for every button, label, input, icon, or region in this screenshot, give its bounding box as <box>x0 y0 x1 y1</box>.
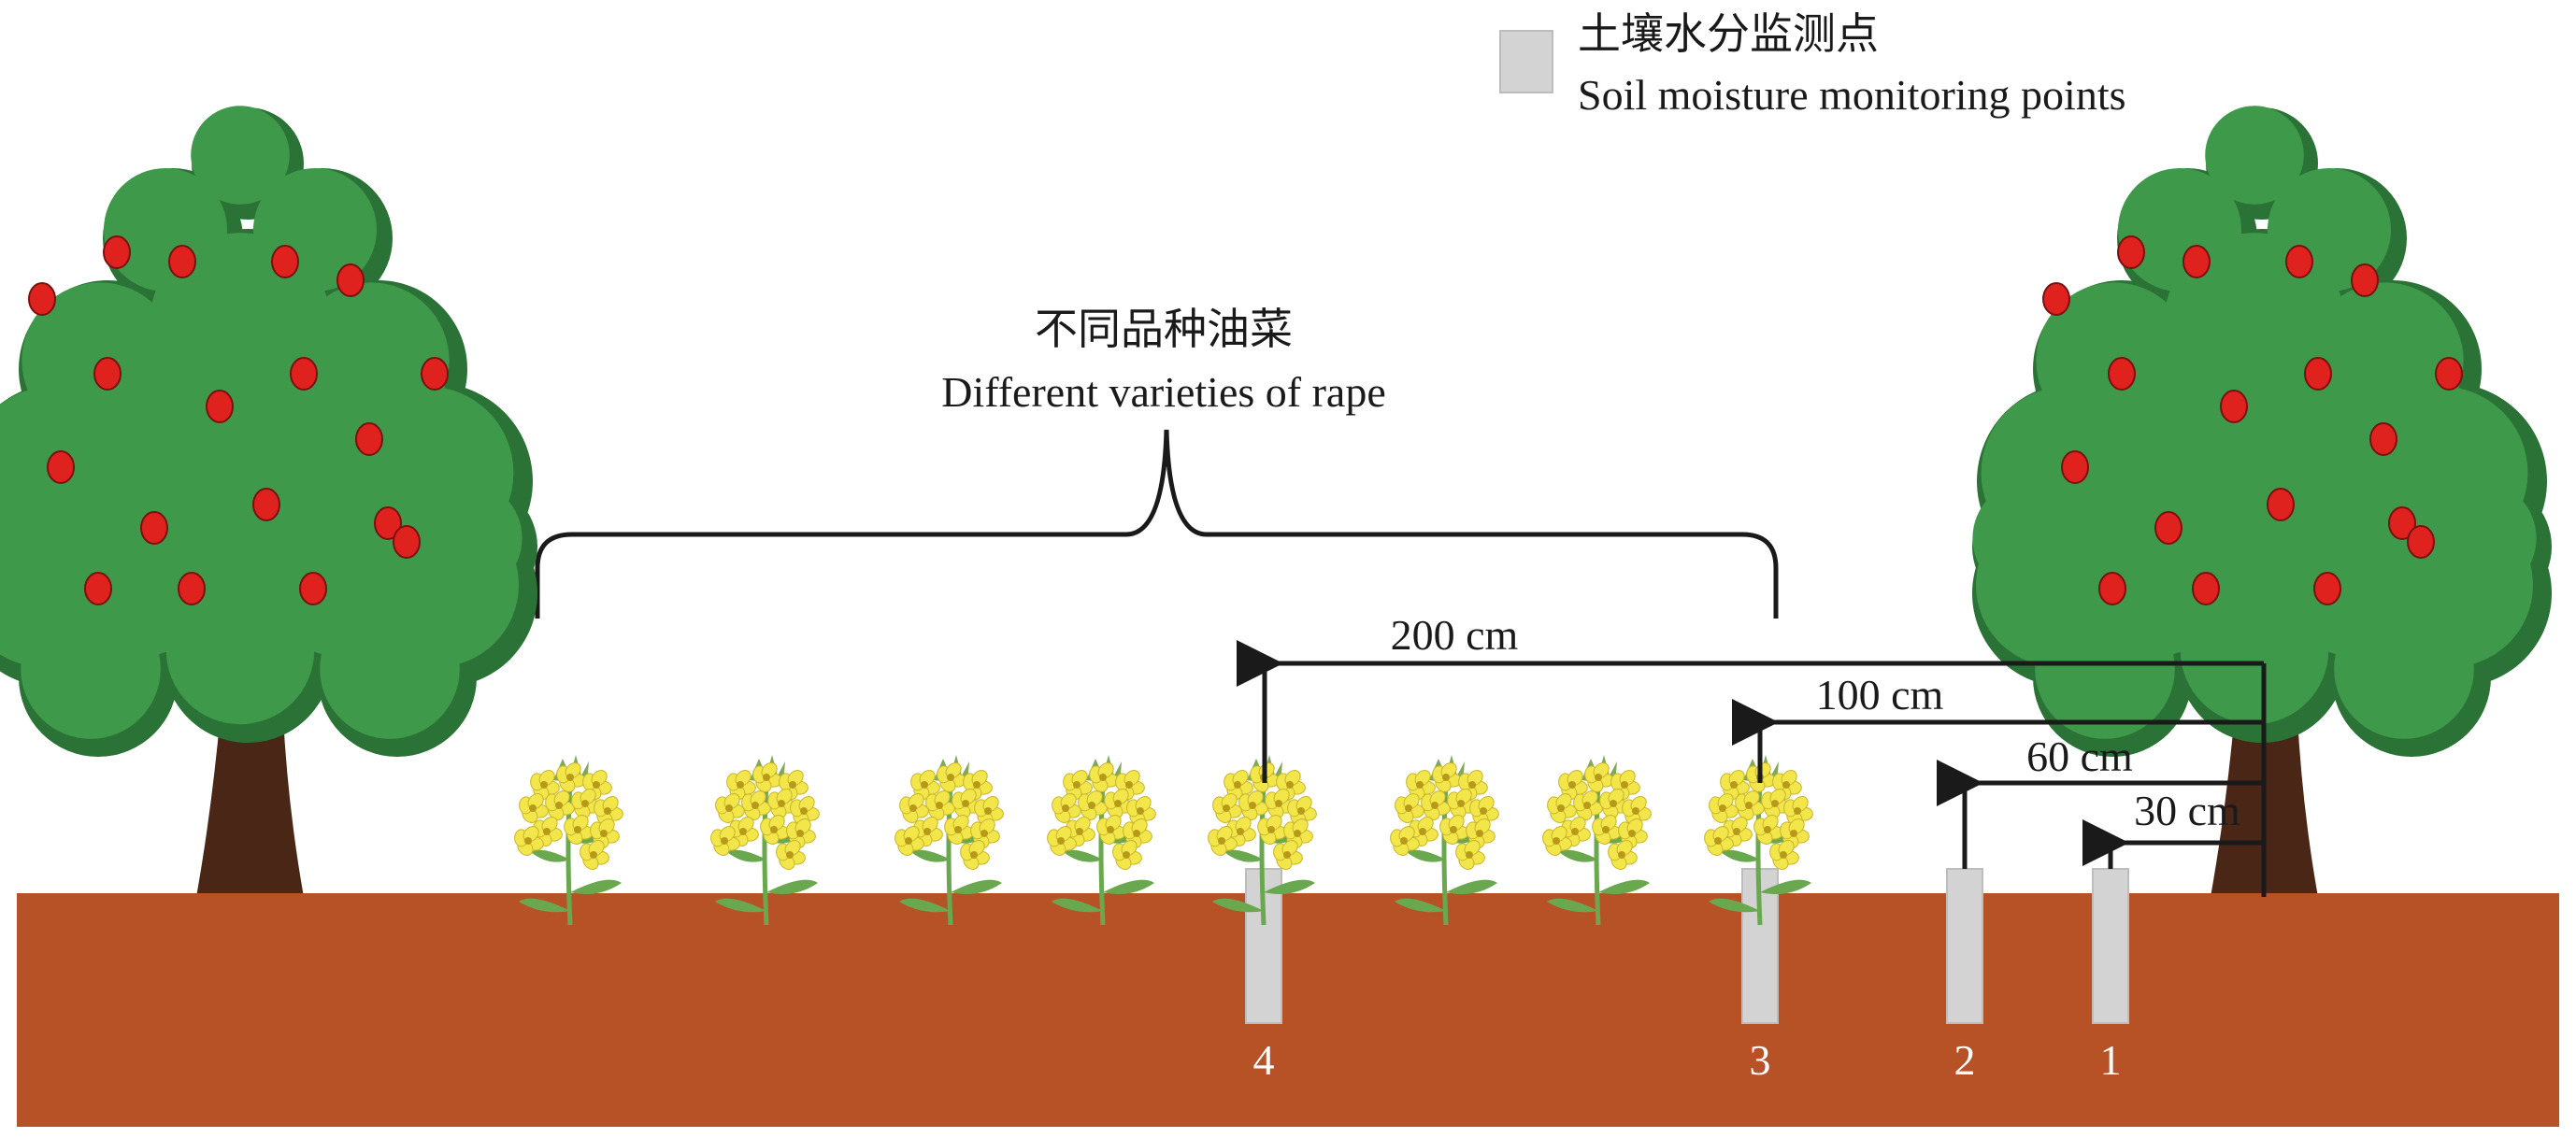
apple-fruit <box>393 525 421 559</box>
tree-canopy-blob <box>2035 599 2175 739</box>
apple-fruit <box>252 488 280 521</box>
point-label-4: 4 <box>1253 1036 1275 1084</box>
apple-fruit <box>421 357 449 391</box>
apple-fruit <box>2220 390 2248 423</box>
apple-fruit <box>2182 245 2211 278</box>
legend: 土壤水分监测点 Soil moisture monitoring points <box>1499 10 2126 119</box>
rape-plant <box>710 755 820 926</box>
tree-canopy-blob <box>2421 480 2537 596</box>
tree-canopy-blob <box>320 599 460 739</box>
apple-fruit <box>374 506 402 540</box>
apple-fruit <box>2313 572 2341 605</box>
apple-fruit <box>2042 282 2070 316</box>
curly-brace <box>535 429 1779 619</box>
apple-fruit <box>206 390 234 423</box>
apple-fruit <box>299 572 327 605</box>
rape-plant <box>894 755 1004 926</box>
soil-ground <box>17 893 2559 1127</box>
tree-canopy-blob <box>0 480 74 596</box>
tree-canopy-blob <box>191 106 290 205</box>
rape-plants <box>514 755 1813 926</box>
apple-tree-left <box>0 106 537 897</box>
brace-label-cn: 不同品种油菜 <box>1035 306 1293 353</box>
tree-canopy-blob <box>1972 480 2088 596</box>
rape-plant <box>1208 755 1317 926</box>
apple-fruit <box>103 235 131 269</box>
apple-fruit <box>2388 506 2416 540</box>
monitoring-tube-1 <box>2092 868 2129 1024</box>
apple-fruit <box>140 511 168 545</box>
legend-swatch <box>1499 30 1553 93</box>
tree-canopy-blob <box>2334 599 2474 739</box>
point-labels: 4 3 2 1 <box>1253 1036 2122 1084</box>
apple-fruit <box>2407 525 2435 559</box>
apple-fruit <box>84 572 112 605</box>
apple-fruit <box>93 357 122 391</box>
apple-fruit <box>2154 511 2182 545</box>
legend-title-cn: 土壤水分监测点 <box>1578 10 1879 58</box>
apple-fruit <box>2351 263 2379 297</box>
apple-fruit <box>2435 357 2463 391</box>
tree-canopy-blob <box>21 599 161 739</box>
rape-plant <box>514 755 623 926</box>
arrow-30cm: 30 cm <box>2082 787 2264 869</box>
apple-fruit <box>290 357 318 391</box>
tree-canopy-blob <box>407 480 522 596</box>
apple-fruit <box>2108 357 2136 391</box>
apple-fruit <box>2117 235 2145 269</box>
apple-fruit <box>47 450 75 484</box>
point-label-3: 3 <box>1750 1036 1771 1084</box>
distance-label-60cm: 60 cm <box>2026 733 2133 780</box>
distance-arrows: 200 cm 100 cm 60 cm 30 cm <box>1237 611 2267 897</box>
monitoring-tube-2 <box>1946 868 1983 1024</box>
apple-fruit <box>271 245 299 278</box>
distance-label-30cm: 30 cm <box>2134 787 2240 834</box>
legend-title-en: Soil moisture monitoring points <box>1578 71 2126 119</box>
tree-canopy-blob <box>2205 106 2304 205</box>
apple-fruit <box>28 282 56 316</box>
tree-canopy-blob <box>104 168 227 292</box>
distance-label-100cm: 100 cm <box>1816 671 1944 718</box>
tree-canopy-blob <box>165 576 315 725</box>
brace-label-en: Different varieties of rape <box>941 368 1386 416</box>
apple-fruit <box>336 263 365 297</box>
apple-fruit <box>2285 245 2313 278</box>
apple-fruit <box>178 572 206 605</box>
arrow-200cm: 200 cm <box>1237 611 2264 783</box>
apple-fruit <box>168 245 196 278</box>
distance-label-200cm: 200 cm <box>1391 611 1519 659</box>
apple-fruit <box>2369 422 2397 456</box>
rape-plant <box>1047 755 1156 926</box>
arrow-60cm: 60 cm <box>1937 733 2264 869</box>
arrow-100cm: 100 cm <box>1732 671 2264 783</box>
apple-fruit <box>2304 357 2332 391</box>
brace-group: 不同品种油菜 Different varieties of rape <box>535 306 1779 619</box>
point-label-1: 1 <box>2100 1036 2122 1084</box>
apple-fruit <box>355 422 383 456</box>
apple-fruit <box>2098 572 2126 605</box>
tree-canopy-blob <box>2118 168 2241 292</box>
rape-plant <box>1390 755 1499 926</box>
apple-fruit <box>2061 450 2089 484</box>
point-label-2: 2 <box>1954 1036 1976 1084</box>
rape-plant <box>1542 755 1652 926</box>
tree-canopy-blob <box>2180 576 2329 725</box>
apple-fruit <box>2192 572 2220 605</box>
apple-fruit <box>2267 488 2295 521</box>
apple-tree-right <box>1972 106 2552 897</box>
